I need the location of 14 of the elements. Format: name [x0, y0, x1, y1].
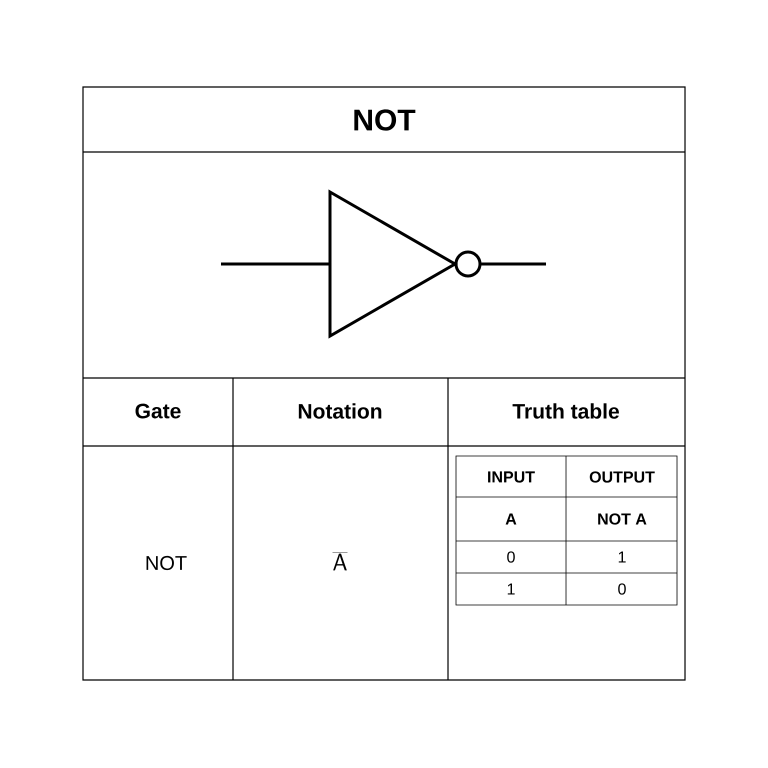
- table-cell: 1: [508, 584, 515, 594]
- title: NOT: [354, 109, 416, 131]
- table-cell: INPUT: [488, 471, 535, 483]
- column-header: Notation: [298, 403, 382, 419]
- table-cell: 1: [618, 552, 626, 562]
- table-cell: NOT A: [598, 513, 646, 525]
- gate-name: NOT: [146, 556, 187, 570]
- column-header: Gate: [136, 404, 181, 418]
- table-cell: OUTPUT: [590, 471, 655, 483]
- table-cell: 0: [507, 551, 515, 563]
- column-header: Truth table: [512, 403, 619, 419]
- notation-formula: $\overline{\mathsf{A}}$: [332, 552, 348, 570]
- table-cell: 0: [618, 583, 626, 595]
- table-cell: A: [506, 514, 516, 524]
